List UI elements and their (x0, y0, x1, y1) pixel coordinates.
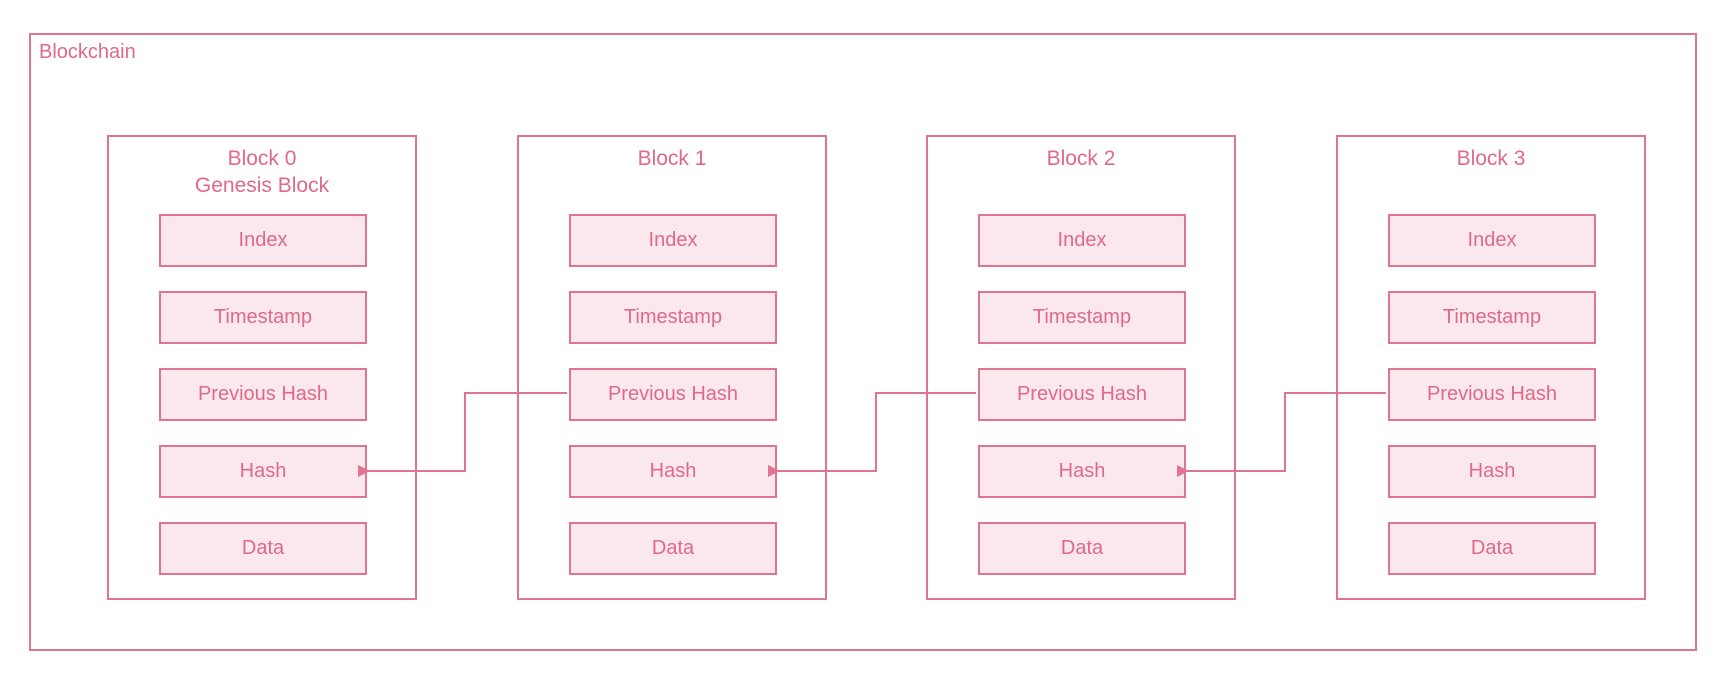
field-data: Data (1388, 522, 1596, 575)
field-hash: Hash (569, 445, 777, 498)
field-data: Data (978, 522, 1186, 575)
block-title-line: Block 3 (1456, 147, 1526, 170)
field-previous-hash: Previous Hash (1388, 368, 1596, 421)
block-title-line: Block 0 (227, 147, 297, 170)
block-title: Block 3 (1338, 145, 1644, 172)
field-previous-hash: Previous Hash (569, 368, 777, 421)
block-2: Block 2 Index Timestamp Previous Hash Ha… (926, 135, 1236, 600)
blockchain-label: Blockchain (39, 41, 136, 63)
field-timestamp: Timestamp (569, 291, 777, 344)
field-data: Data (159, 522, 367, 575)
field-index: Index (159, 214, 367, 267)
block-title-line: Block 2 (1046, 147, 1116, 170)
field-timestamp: Timestamp (978, 291, 1186, 344)
block-title: Block 2 (928, 145, 1234, 172)
block-title: Block 0 Genesis Block (109, 145, 415, 199)
block-title: Block 1 (519, 145, 825, 172)
blockchain-container: Blockchain (29, 33, 1697, 651)
block-title-line: Genesis Block (194, 174, 330, 197)
field-index: Index (978, 214, 1186, 267)
block-3: Block 3 Index Timestamp Previous Hash Ha… (1336, 135, 1646, 600)
field-index: Index (569, 214, 777, 267)
block-0: Block 0 Genesis Block Index Timestamp Pr… (107, 135, 417, 600)
field-timestamp: Timestamp (1388, 291, 1596, 344)
block-1: Block 1 Index Timestamp Previous Hash Ha… (517, 135, 827, 600)
field-hash: Hash (159, 445, 367, 498)
field-data: Data (569, 522, 777, 575)
field-hash: Hash (978, 445, 1186, 498)
field-previous-hash: Previous Hash (159, 368, 367, 421)
field-timestamp: Timestamp (159, 291, 367, 344)
field-index: Index (1388, 214, 1596, 267)
block-title-line: Block 1 (637, 147, 707, 170)
field-hash: Hash (1388, 445, 1596, 498)
field-previous-hash: Previous Hash (978, 368, 1186, 421)
